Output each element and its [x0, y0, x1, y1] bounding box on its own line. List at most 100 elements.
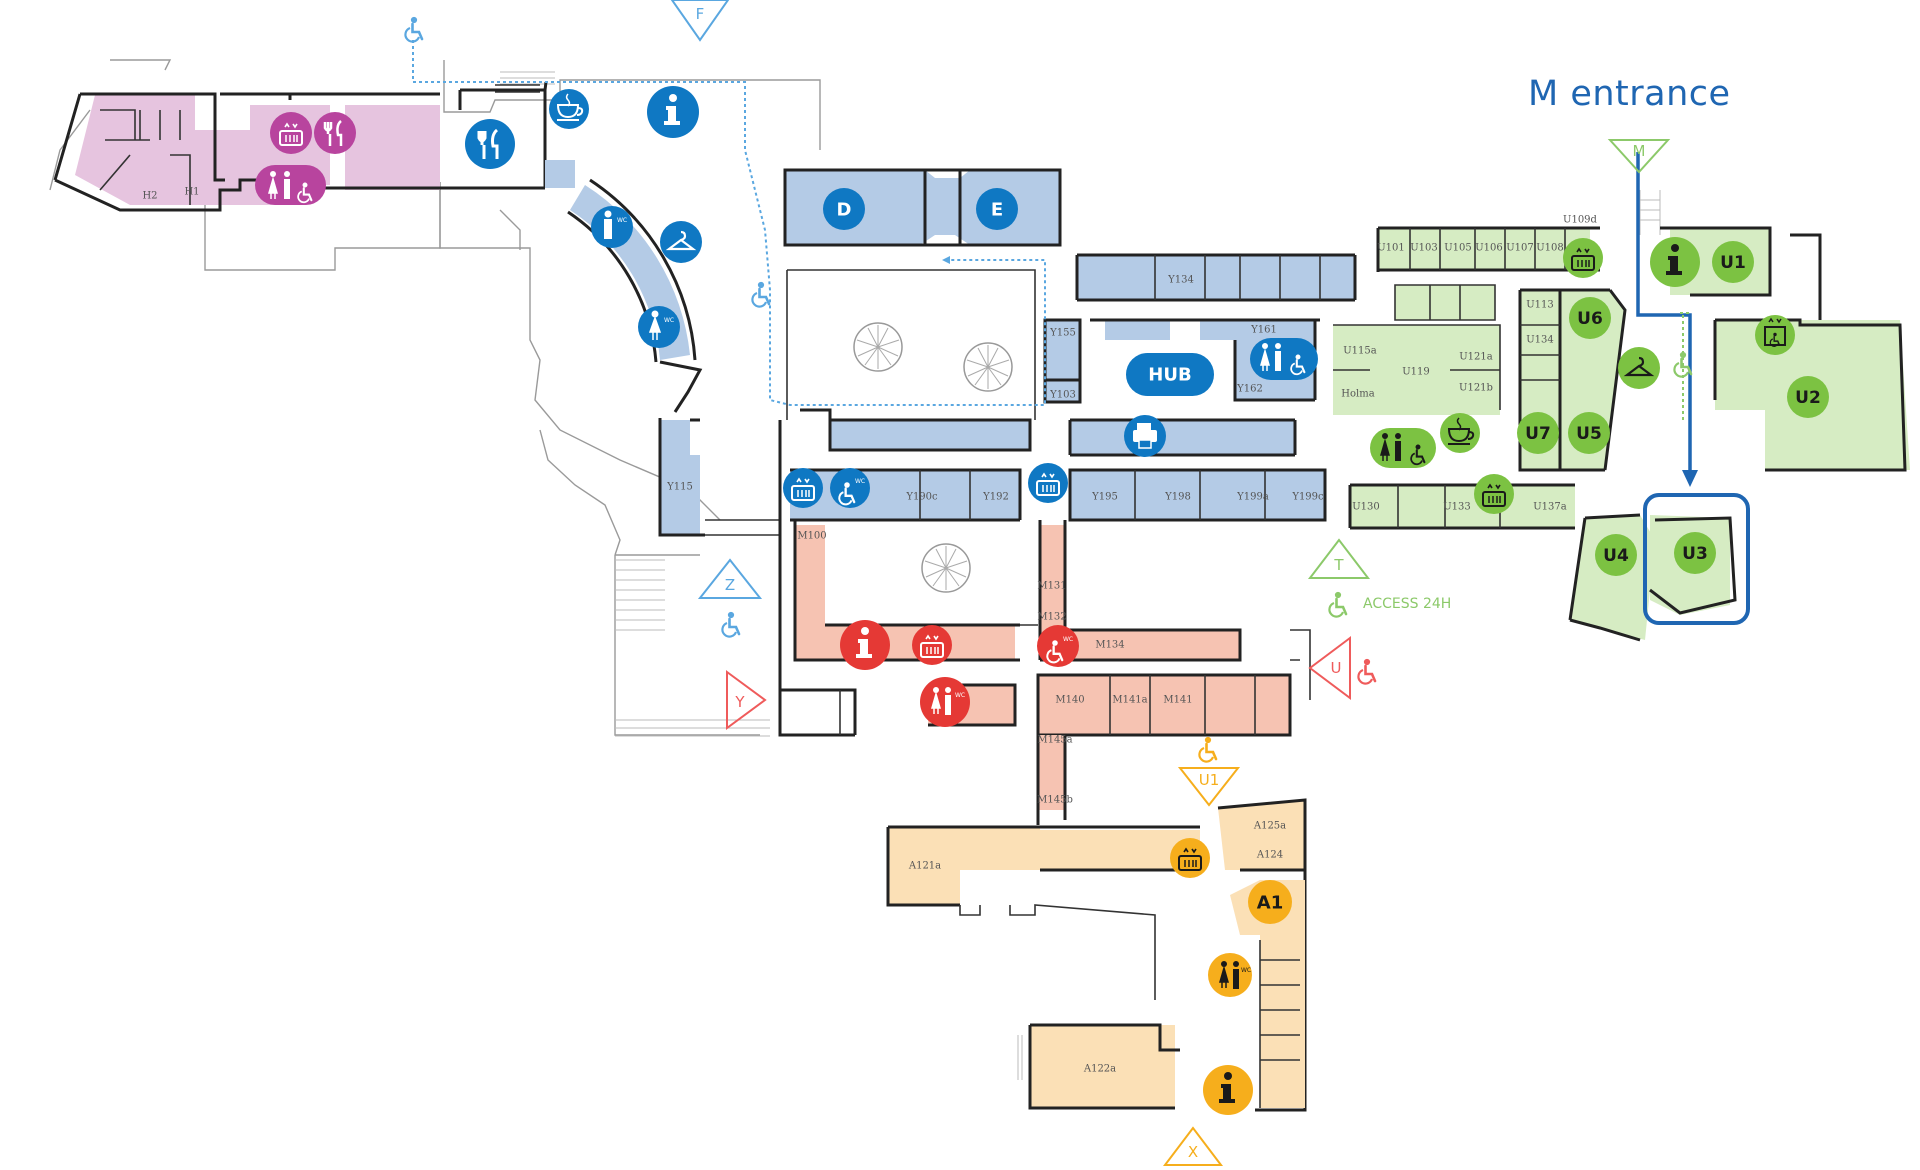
room-label: U113	[1526, 300, 1554, 311]
connector-walls	[778, 420, 1038, 737]
room-label: Y195	[1091, 492, 1118, 503]
room-label: M145a	[1037, 735, 1072, 746]
hall-u6-label: U6	[1577, 309, 1603, 329]
room-label: A124	[1256, 850, 1283, 861]
hub-badge[interactable]: HUB	[1126, 353, 1214, 396]
hall-u5-label: U5	[1576, 424, 1602, 444]
red-badges: WC WC	[840, 620, 1079, 727]
room-label: U106	[1475, 243, 1503, 254]
green-wing: U101 U103 U105 U106 U107 U108 U109d U113…	[1333, 215, 1910, 642]
printer-icon	[1124, 415, 1166, 457]
entrance-label: M	[1633, 142, 1646, 160]
room-label: A125a	[1253, 821, 1286, 832]
orange-badges: A1 WC	[1170, 838, 1292, 1115]
entrance-x[interactable]: X	[1162, 1126, 1224, 1166]
hall-d-label: D	[837, 200, 852, 221]
entrance-markers[interactable]: F M Z Y T ACCESS 24H U	[404, 0, 1693, 1166]
svg-text:WC: WC	[664, 317, 674, 324]
room-label: U101	[1377, 243, 1405, 254]
cafeteria-hall	[458, 81, 575, 188]
info-icon	[1203, 1065, 1253, 1115]
room-label: M131	[1037, 581, 1066, 592]
room-label: Y155	[1049, 328, 1076, 339]
room-label: M145b	[1037, 795, 1073, 806]
room-label: Y199a	[1236, 492, 1269, 503]
m-entrance-callout: M entrance	[1528, 74, 1731, 114]
svg-text:WC: WC	[1063, 636, 1073, 643]
hall-u7-label: U7	[1525, 424, 1551, 444]
elevator-icon	[1028, 463, 1068, 503]
hall-u6-badge[interactable]: U6	[1569, 297, 1611, 339]
hall-u7-badge[interactable]: U7	[1517, 412, 1559, 454]
svg-text:WC: WC	[855, 478, 865, 485]
info-icon	[1650, 237, 1700, 287]
room-label: M141	[1163, 695, 1192, 706]
room-label: Y134	[1167, 275, 1194, 286]
room-label: Y198	[1164, 492, 1191, 503]
hall-u1-label: U1	[1720, 253, 1746, 273]
access-24h-note: ACCESS 24H	[1363, 596, 1451, 612]
room-label: Holma	[1341, 389, 1374, 400]
wheelchair-icon	[404, 16, 424, 43]
tree-icon	[921, 543, 971, 593]
entrance-z[interactable]: Z	[697, 558, 763, 638]
elevator-icon	[783, 468, 823, 508]
hub-label: HUB	[1148, 365, 1191, 386]
room-label: Y161	[1250, 325, 1277, 336]
room-label: U103	[1410, 243, 1438, 254]
restroom-icon	[1370, 428, 1436, 468]
tree-icon	[853, 322, 903, 372]
room-label: M141a	[1112, 695, 1147, 706]
wheelchair-icon	[1198, 736, 1218, 763]
hall-u1-badge[interactable]: U1	[1712, 241, 1754, 283]
restroom-icon: WC	[1208, 953, 1252, 997]
hall-u2-badge[interactable]: U2	[1787, 376, 1829, 418]
room-label: A121a	[908, 861, 941, 872]
entrance-u[interactable]: U	[1308, 636, 1377, 700]
hall-u5-badge[interactable]: U5	[1568, 412, 1610, 454]
room-label: U107	[1506, 243, 1534, 254]
restroom-icon: WC	[920, 677, 970, 727]
room-label: M134	[1095, 640, 1124, 651]
coat-check-icon	[1618, 347, 1660, 389]
entrance-label: T	[1333, 556, 1344, 574]
entrance-t[interactable]: T ACCESS 24H	[1307, 538, 1451, 618]
entrance-label: F	[696, 5, 705, 23]
info-icon	[840, 620, 890, 670]
elevator-accessible-icon	[1755, 315, 1795, 355]
blue-badges: WC WC D E HUB WC	[465, 86, 1318, 508]
site-outlines	[49, 59, 1661, 737]
entrance-f[interactable]: F	[670, 0, 730, 42]
hall-d-badge[interactable]: D	[823, 188, 865, 230]
entrance-y[interactable]: Y	[726, 670, 767, 730]
elevator-icon	[1474, 474, 1514, 514]
wheelchair-icon	[721, 611, 741, 638]
room-label: U105	[1444, 243, 1472, 254]
hall-u3-badge[interactable]: U3	[1674, 532, 1716, 574]
green-badges: U1 U2 U6 U7 U5 U4 U3	[1370, 237, 1829, 576]
room-label: U137a	[1533, 502, 1567, 513]
room-label: H1	[184, 187, 199, 198]
entrance-u1[interactable]: U1	[1177, 736, 1241, 807]
hall-e-label: E	[991, 200, 1003, 221]
info-icon	[647, 86, 699, 138]
room-label: U121b	[1459, 383, 1493, 394]
hall-u4-badge[interactable]: U4	[1595, 534, 1637, 576]
svg-text:WC: WC	[955, 692, 965, 699]
hall-e-badge[interactable]: E	[976, 188, 1018, 230]
courtyard-trees	[853, 322, 1013, 593]
elevator-icon	[270, 112, 312, 154]
u3-highlight-box	[1643, 493, 1750, 625]
svg-text:WC: WC	[617, 217, 627, 224]
room-label: U109d	[1563, 215, 1598, 226]
room-label: U115a	[1343, 346, 1377, 357]
room-label: Y115	[666, 482, 693, 493]
room-label: M100	[797, 531, 826, 542]
restaurant-icon	[314, 112, 356, 154]
hall-u4-label: U4	[1603, 546, 1629, 566]
entrance-m[interactable]: M	[1607, 139, 1671, 174]
accessible-restroom-icon: WC	[830, 468, 870, 508]
hall-a1-badge[interactable]: A1	[1248, 880, 1292, 924]
elevator-icon	[1170, 838, 1210, 878]
